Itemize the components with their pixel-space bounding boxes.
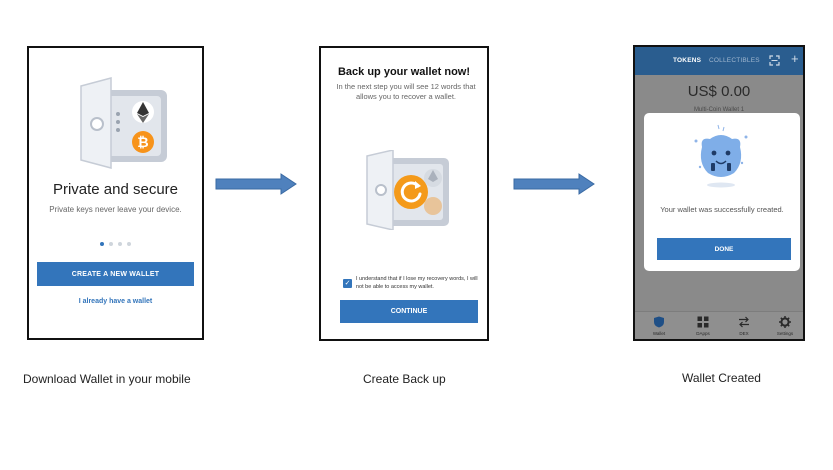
arrow-right-icon xyxy=(215,173,297,195)
wallet-name: Multi-Coin Wallet 1 xyxy=(693,107,745,113)
welcome-title: Private and secure xyxy=(52,181,179,198)
grid-icon xyxy=(697,316,709,328)
page-dot[interactable] xyxy=(118,242,122,246)
phone-screen-welcome: ₿ Private and secure Private keys never … xyxy=(27,46,204,340)
nav-item-dex[interactable]: DEX xyxy=(724,312,764,339)
nav-item-dapps[interactable]: DApps xyxy=(683,312,723,339)
nav-label: DApps xyxy=(696,331,710,336)
svg-text:₿: ₿ xyxy=(137,134,148,150)
caption-step2: Create Back up xyxy=(363,372,446,386)
swap-arrows-icon xyxy=(739,316,749,328)
page-dot[interactable] xyxy=(109,242,113,246)
tab-collectibles[interactable]: COLLECTIBLES xyxy=(709,57,760,64)
wallet-balance: US$ 0.00 xyxy=(687,83,751,100)
backup-subtitle: In the next step you will see 12 words t… xyxy=(336,82,476,101)
tab-tokens[interactable]: TOKENS xyxy=(673,57,702,64)
nav-label: DEX xyxy=(739,331,749,336)
continue-button[interactable]: CONTINUE xyxy=(340,300,478,323)
create-wallet-button[interactable]: CREATE A NEW WALLET xyxy=(37,262,194,286)
phone-screen-wallet-created: TOKENS COLLECTIBLES + US$ 0.00 Multi-Coi… xyxy=(633,45,805,341)
done-button[interactable]: DONE xyxy=(657,238,791,260)
welcome-subtitle: Private keys never leave your device. xyxy=(49,205,182,214)
backup-title: Back up your wallet now! xyxy=(337,66,471,78)
existing-wallet-link[interactable]: I already have a wallet xyxy=(78,298,153,305)
gear-icon xyxy=(779,316,791,328)
top-tab-bar: TOKENS COLLECTIBLES + xyxy=(635,47,803,75)
phone-screen-backup: Back up your wallet now! In the next ste… xyxy=(319,46,489,341)
safe-vault-illustration: ₿ xyxy=(80,77,167,169)
nav-label: Settings xyxy=(776,331,794,336)
page-dot[interactable] xyxy=(127,242,131,246)
mascot-celebration-icon xyxy=(694,124,748,188)
bottom-nav-bar: Wallet DApps DEX Settings xyxy=(635,311,803,339)
backup-consent-label: I understand that if I lose my recovery … xyxy=(356,276,478,290)
success-message: Your wallet was successfully created. xyxy=(660,205,784,214)
page-dot[interactable] xyxy=(100,242,104,246)
success-dialog: Your wallet was successfully created. DO… xyxy=(644,113,800,271)
checkbox-checked-icon[interactable]: ✓ xyxy=(343,279,352,288)
nav-item-wallet[interactable]: Wallet xyxy=(639,312,679,339)
arrow-right-icon xyxy=(513,173,595,195)
backup-safe-illustration xyxy=(366,150,449,230)
nav-label: Wallet xyxy=(652,331,666,336)
page-indicator xyxy=(29,233,202,251)
caption-step3: Wallet Created xyxy=(682,371,761,385)
caption-step1: Download Wallet in your mobile xyxy=(23,372,191,386)
scan-icon[interactable] xyxy=(769,55,780,66)
shield-icon xyxy=(654,316,664,328)
add-token-icon[interactable]: + xyxy=(791,51,799,66)
nav-item-settings[interactable]: Settings xyxy=(765,312,803,339)
